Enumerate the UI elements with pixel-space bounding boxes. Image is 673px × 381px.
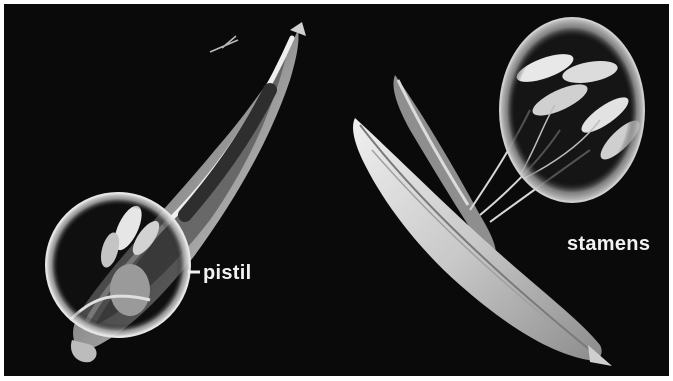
- pistil-magnifier: [46, 193, 190, 337]
- stamens-label: stamens: [567, 233, 650, 255]
- pistil-label: pistil: [203, 262, 251, 284]
- stamens-magnifier: [500, 18, 645, 202]
